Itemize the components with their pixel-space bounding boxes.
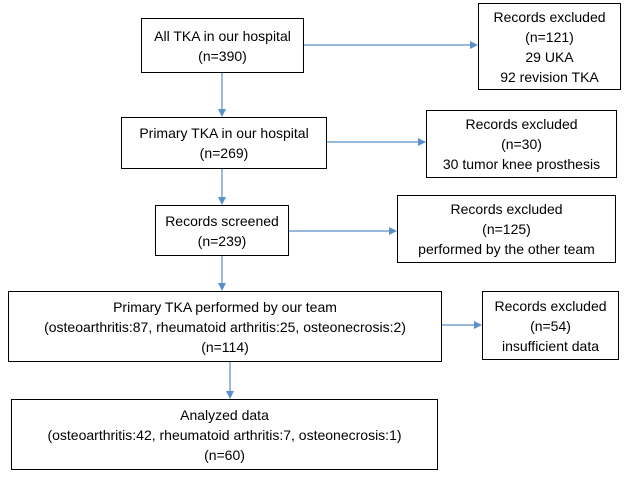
box-excluded-1: Records excluded (n=121) 29 UKA 92 revis… [478,3,621,90]
box-line: (n=54) [530,317,571,334]
box-excluded-2: Records excluded (n=30) 30 tumor knee pr… [426,110,617,178]
box-line: (n=114) [201,338,249,355]
box-line: All TKA in our hospital [154,27,291,44]
box-all-tka: All TKA in our hospital (n=390) [141,18,304,73]
box-line: 29 UKA [525,48,574,65]
box-line: 92 revision TKA [500,68,599,85]
box-line: Analyzed data [180,406,269,423]
box-line: (osteoarthritis:87, rheumatoid arthritis… [44,318,406,335]
box-analyzed: Analyzed data (osteoarthritis:42, rheuma… [11,399,438,470]
box-line: (n=60) [204,446,245,463]
box-line: Records excluded [494,297,607,314]
box-records-screened: Records screened (n=239) [155,205,289,256]
box-excluded-3: Records excluded (n=125) performed by th… [397,195,616,263]
box-line: Records excluded [465,116,578,132]
box-line: insufficient data [501,337,600,354]
box-line: performed by the other team [418,241,595,257]
box-primary-tka: Primary TKA in our hospital (n=269) [121,117,327,169]
box-line: (n=269) [199,145,249,161]
box-line: 30 tumor knee prosthesis [442,156,601,172]
box-line: Records excluded [493,8,606,25]
box-excluded-4: Records excluded (n=54) insufficient dat… [482,291,619,360]
box-line: Primary TKA performed by our team [113,298,337,315]
box-line: (n=125) [482,221,531,237]
box-line: (n=30) [501,136,542,152]
box-our-team: Primary TKA performed by our team (osteo… [8,291,442,362]
box-line: Primary TKA in our hospital [139,125,309,141]
box-line: (n=121) [525,28,574,45]
box-line: (n=390) [198,47,247,64]
box-line: (n=239) [197,232,247,249]
box-line: (osteoarthritis:42, rheumatoid arthritis… [47,426,402,443]
box-line: Records screened [165,212,279,229]
box-line: Records excluded [450,201,563,217]
